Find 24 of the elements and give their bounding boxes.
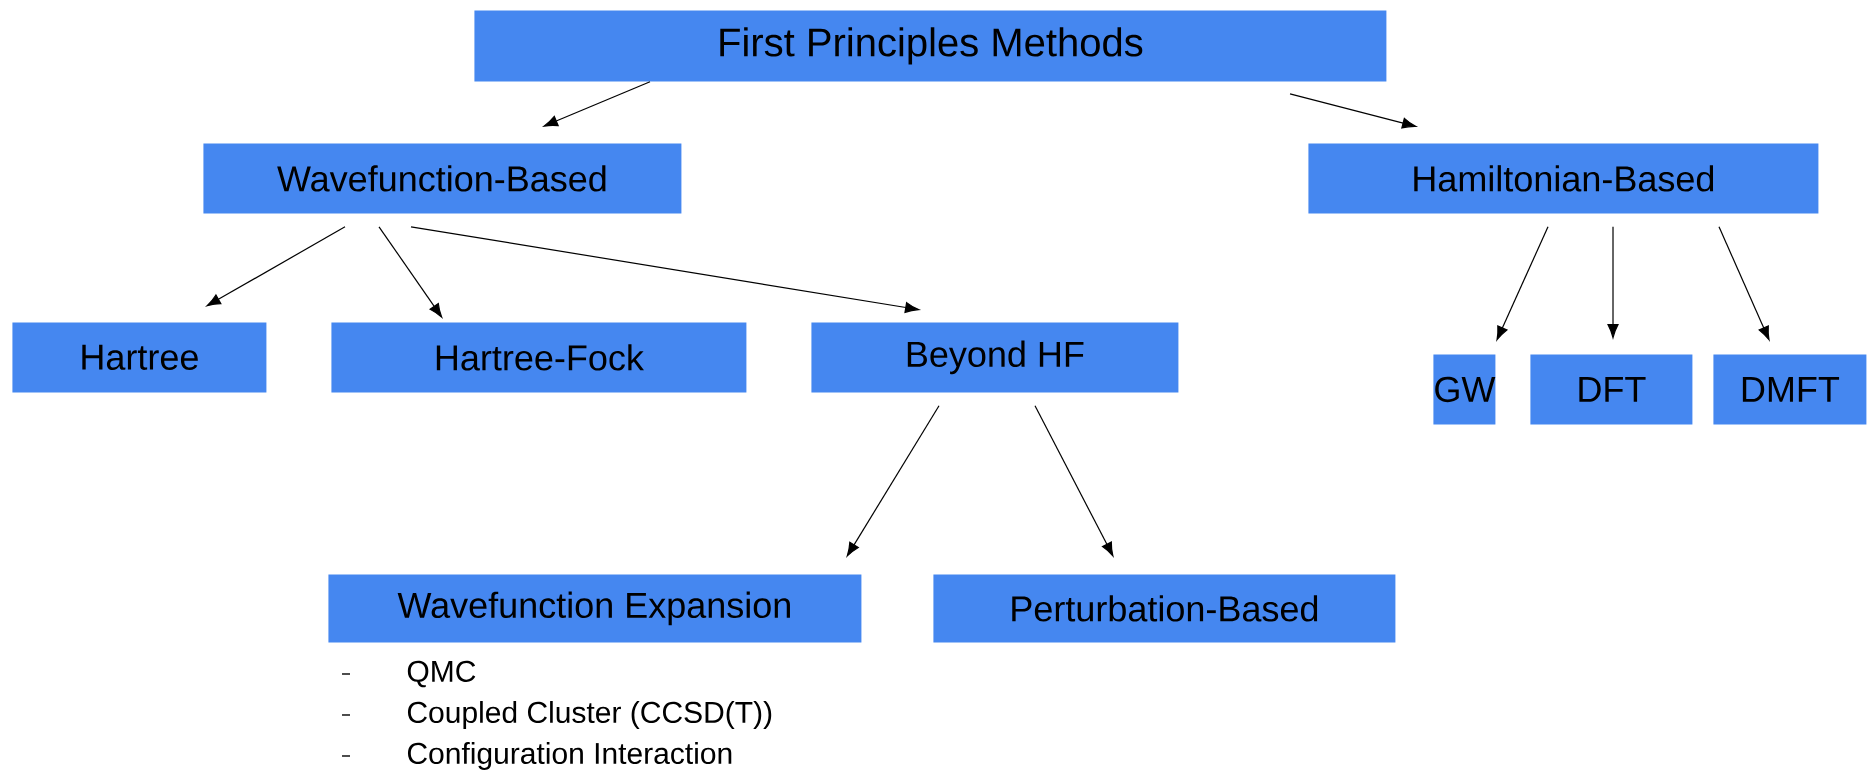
list-item: QMC [407, 660, 476, 688]
arrow [206, 226, 346, 307]
method-box: Hartree-Fock [331, 322, 747, 393]
method-box: First Principles Methods [474, 10, 1387, 82]
arrow [846, 405, 940, 557]
list-item: Coupled Cluster (CCSD(T)) [407, 701, 772, 729]
method-box: Wavefunction-Based [203, 143, 682, 214]
method-box: DFT [1530, 354, 1693, 425]
arrow [1607, 226, 1619, 339]
arrow [1718, 226, 1770, 341]
method-box: DMFT [1713, 354, 1867, 425]
arrow [1496, 226, 1549, 341]
method-box: Wavefunction Expansion [328, 574, 862, 643]
arrow [1034, 405, 1114, 557]
arrow [1289, 93, 1417, 129]
arrow [378, 226, 443, 318]
list-item: Configuration Interaction [407, 742, 732, 770]
method-box: GW [1433, 354, 1496, 425]
arrow [543, 81, 651, 127]
method-box: Hartree [12, 322, 267, 393]
method-box: Hamiltonian-Based [1308, 143, 1819, 214]
method-box: Beyond HF [811, 322, 1179, 393]
arrow [410, 226, 920, 313]
method-box: Perturbation-Based [933, 574, 1396, 643]
